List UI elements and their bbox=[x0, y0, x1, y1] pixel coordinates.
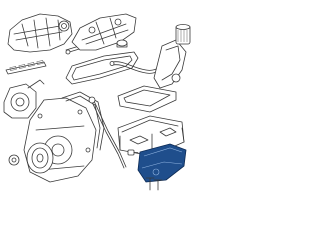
oil-filter[interactable] bbox=[175, 24, 191, 45]
valve-cover-gasket[interactable] bbox=[65, 51, 139, 85]
oil-filter-adapter[interactable] bbox=[153, 39, 187, 89]
crankshaft-balancer[interactable] bbox=[8, 142, 54, 174]
intake-gasket-set[interactable] bbox=[5, 60, 47, 75]
bolts[interactable] bbox=[145, 177, 163, 191]
intake-manifold[interactable] bbox=[7, 13, 73, 53]
oil-filler-cap[interactable] bbox=[116, 39, 128, 48]
water-pump[interactable] bbox=[3, 79, 45, 119]
oil-pan-gasket[interactable] bbox=[117, 85, 177, 113]
drain-plug[interactable] bbox=[127, 149, 139, 156]
oil-dipstick[interactable] bbox=[88, 96, 127, 169]
oil-pan-lower[interactable] bbox=[137, 143, 187, 183]
parts-diagram bbox=[3, 13, 191, 191]
timing-cover-gasket[interactable] bbox=[61, 91, 105, 151]
